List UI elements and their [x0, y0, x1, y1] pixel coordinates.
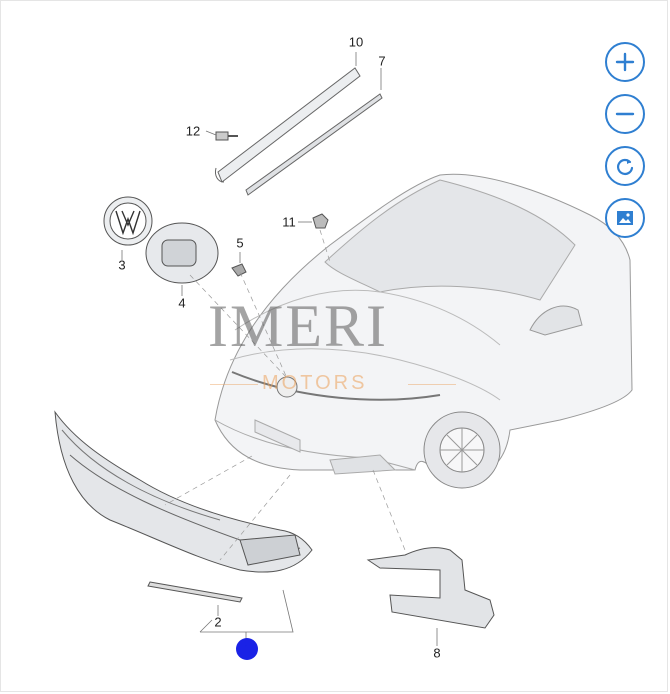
- part-bumper-1: [54, 410, 313, 573]
- part-airguide-8: [366, 547, 495, 629]
- part-label-10: 10: [348, 34, 364, 50]
- watermark-sub: MOTORS: [262, 372, 368, 394]
- zoom-in-icon: [615, 52, 635, 72]
- part-label-3: 3: [118, 257, 126, 273]
- part-label-2: 2: [214, 614, 222, 630]
- zoom-in-button[interactable]: [605, 42, 645, 82]
- part-nut-11: [312, 213, 329, 229]
- part-bolt-12: [215, 131, 229, 141]
- part-label-1-selected[interactable]: 1: [236, 638, 258, 660]
- watermark-rule-left: [210, 384, 258, 385]
- part-label-8: 8: [433, 645, 441, 661]
- zoom-out-button[interactable]: [605, 94, 645, 134]
- watermark-brand: IMERI: [208, 293, 388, 359]
- reset-rotate-icon: [617, 158, 634, 175]
- part-trim-upper: [217, 67, 361, 183]
- watermark-rule-right: [408, 384, 456, 385]
- viewer-controls: [605, 42, 649, 250]
- part-screw-5: [231, 263, 247, 277]
- part-label-12: 12: [185, 123, 201, 139]
- image-icon: [617, 211, 633, 225]
- car-mirror: [529, 305, 583, 336]
- part-trim-lower: [245, 93, 383, 196]
- reset-view-button[interactable]: [605, 146, 645, 186]
- part-label-4: 4: [178, 295, 186, 311]
- part-label-7: 7: [378, 53, 386, 69]
- image-view-button[interactable]: [605, 198, 645, 238]
- part-strip-2: [147, 581, 243, 603]
- part-label-5: 5: [236, 235, 244, 251]
- part-label-11: 11: [282, 214, 296, 230]
- zoom-out-icon: [615, 112, 635, 116]
